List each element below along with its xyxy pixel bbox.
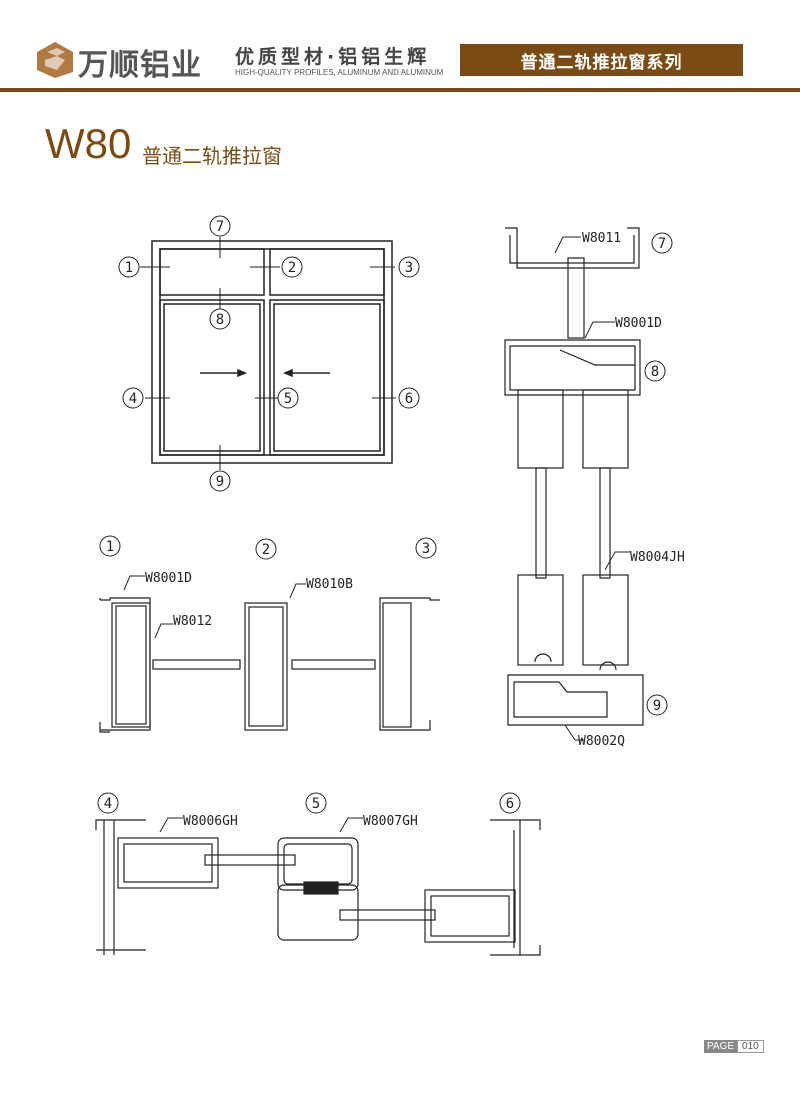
label-w8011: W8011 xyxy=(582,231,621,246)
marker-1: 1 xyxy=(125,260,133,276)
section-marker-5: 5 xyxy=(312,796,320,812)
marker-5: 5 xyxy=(284,391,292,407)
label-w8006gh: W8006GH xyxy=(183,814,238,829)
label-w8012: W8012 xyxy=(173,614,212,629)
label-w8004jh: W8004JH xyxy=(630,550,685,565)
series-banner: 普通二轨推拉窗系列 xyxy=(460,44,743,76)
page-number-badge: PAGE 010 xyxy=(704,1040,764,1053)
section-marker-4: 4 xyxy=(104,796,112,812)
page-number: 010 xyxy=(737,1040,764,1053)
logo-icon xyxy=(37,42,73,78)
leader-lines xyxy=(123,236,630,833)
horizontal-section-bottom xyxy=(95,819,541,956)
slogan: 优质型材·铝铝生辉 xyxy=(235,46,431,68)
header-divider xyxy=(0,88,800,92)
label-w8010b: W8010B xyxy=(306,577,353,592)
section-marker-8: 8 xyxy=(651,364,659,380)
brand-name: 万顺铝业 xyxy=(78,48,202,83)
section-marker-3: 3 xyxy=(422,541,430,557)
vertical-section xyxy=(504,227,644,726)
section-marker-9: 9 xyxy=(653,698,661,714)
label-w8001d-v: W8001D xyxy=(615,316,662,331)
marker-9: 9 xyxy=(216,474,224,490)
window-elevation xyxy=(140,237,396,470)
marker-7: 7 xyxy=(216,219,224,235)
section-marker-7: 7 xyxy=(658,236,666,252)
label-w8007gh: W8007GH xyxy=(363,814,418,829)
marker-4: 4 xyxy=(129,391,137,407)
marker-2: 2 xyxy=(288,260,296,276)
model-subtitle: 普通二轨推拉窗 xyxy=(142,144,282,168)
horizontal-section-top xyxy=(99,597,440,733)
page-label: PAGE xyxy=(704,1040,738,1053)
section-marker-1: 1 xyxy=(106,539,114,555)
section-marker-6: 6 xyxy=(506,796,514,812)
section-marker-2: 2 xyxy=(262,542,270,558)
marker-8: 8 xyxy=(216,312,224,328)
marker-3: 3 xyxy=(405,260,413,276)
slogan-english: HIGH-QUALITY PROFILES, ALUMINUM AND ALUM… xyxy=(235,68,444,77)
model-title: W80 xyxy=(45,120,132,167)
marker-6: 6 xyxy=(405,391,413,407)
label-w8002q: W8002Q xyxy=(578,734,625,749)
label-w8001d: W8001D xyxy=(145,571,192,586)
